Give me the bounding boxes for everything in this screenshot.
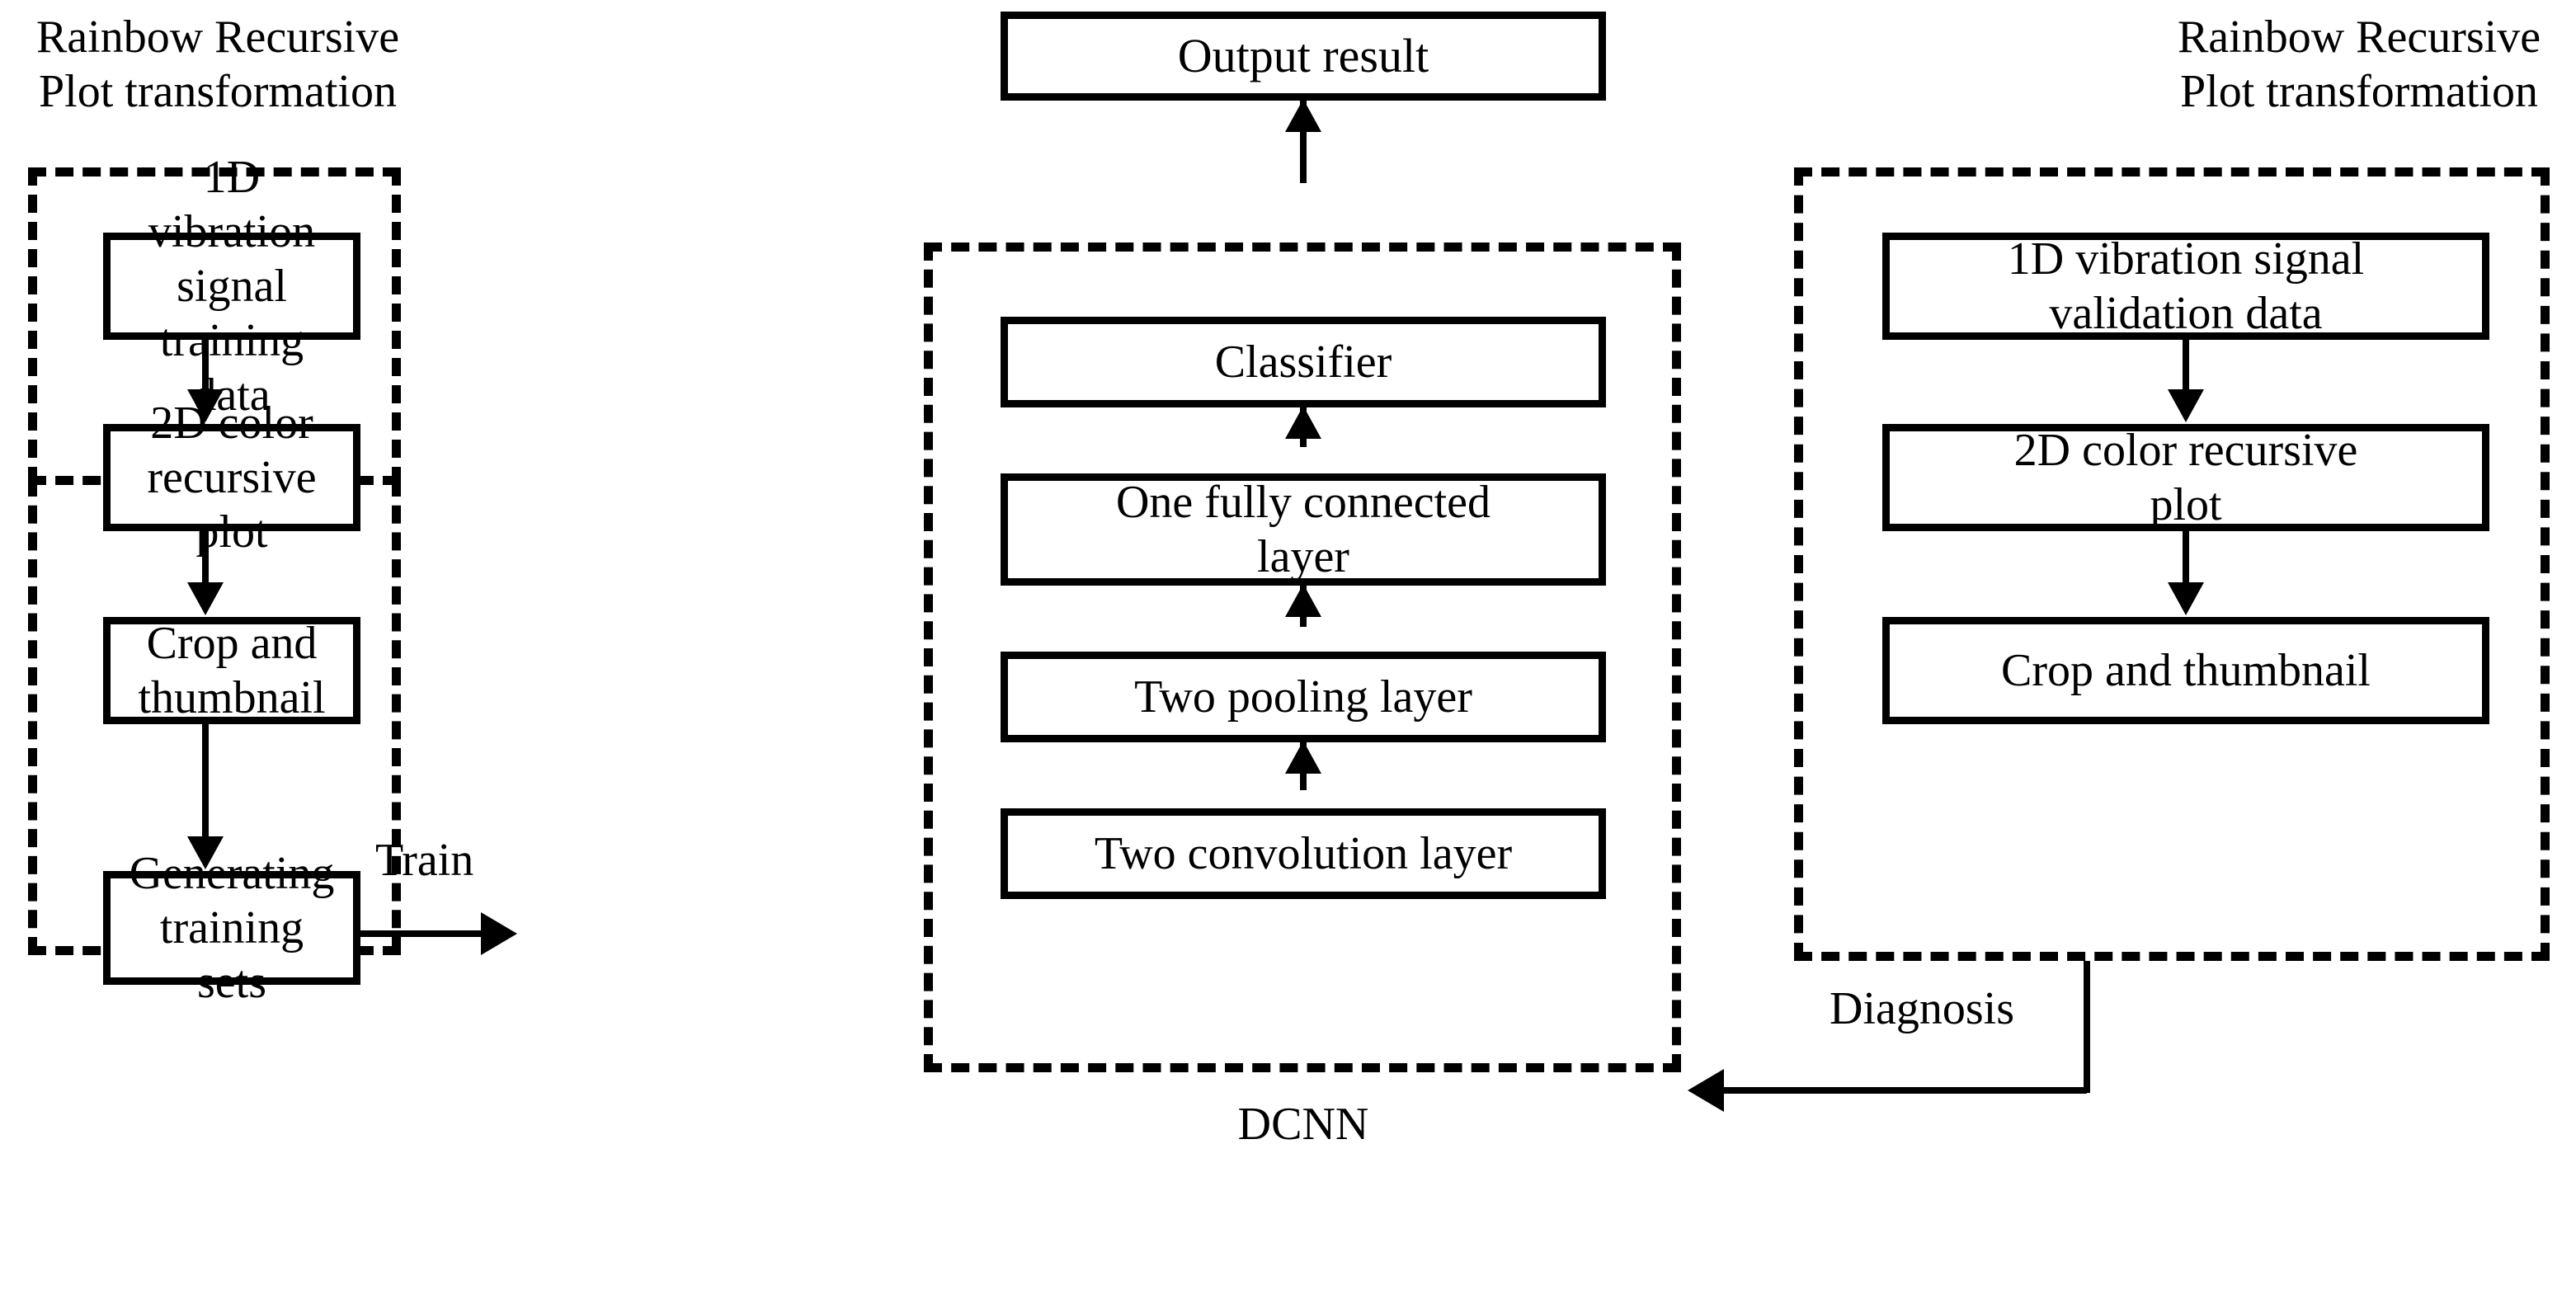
node-left-1[interactable]: 1D vibration signal training data [103, 152, 360, 421]
node-right-3[interactable]: Crop and thumbnail [1882, 617, 2489, 724]
arrow-down-icon [187, 582, 224, 615]
arrow-up-icon [1285, 99, 1321, 132]
node-label: 2D color recursive plot [2013, 424, 2358, 530]
dcnn-container [924, 242, 1681, 1072]
node-right-2[interactable]: 2D color recursive plot [1882, 424, 2489, 531]
connector-right-1-2 [2183, 340, 2189, 396]
edge-label-train: Train [375, 835, 474, 886]
node-output-result[interactable]: Output result [1001, 12, 1606, 101]
connector-diagnosis-vertical [2084, 961, 2090, 1093]
node-label: Crop and thumbnail [138, 617, 326, 723]
left-group-caption: Rainbow Recursive Plot transformation [35, 12, 400, 118]
arrow-up-icon [1285, 406, 1321, 439]
arrow-right-icon [481, 912, 517, 955]
node-label: 1D vibration signal training data [148, 151, 316, 421]
connector-left-3-4 [202, 724, 209, 843]
node-classifier[interactable]: Classifier [1001, 317, 1606, 407]
connector-right-2-3 [2183, 531, 2189, 589]
node-fully-connected[interactable]: One fully connected layer [1001, 473, 1606, 586]
node-pooling[interactable]: Two pooling layer [1001, 652, 1606, 742]
arrow-down-icon [2168, 582, 2204, 615]
arrow-up-icon [1285, 584, 1321, 617]
node-right-1[interactable]: 1D vibration signal validation data [1882, 233, 2489, 340]
node-convolution[interactable]: Two convolution layer [1001, 808, 1606, 899]
arrow-left-icon [1688, 1069, 1724, 1112]
node-left-3[interactable]: Crop and thumbnail [103, 617, 360, 724]
arrow-down-icon [187, 836, 224, 869]
node-label: Generating training sets [129, 847, 335, 1009]
connector-diagnosis-horizontal [1724, 1087, 2087, 1094]
arrow-down-icon [187, 389, 224, 422]
connector-left-1-2 [202, 340, 209, 396]
node-label: 2D color recursive plot [147, 397, 317, 558]
connector-train [360, 930, 484, 937]
node-label: One fully connected layer [1115, 476, 1491, 582]
edge-label-diagnosis: Diagnosis [1830, 983, 2014, 1034]
node-left-2[interactable]: 2D color recursive plot [103, 398, 360, 558]
connector-left-2-3 [202, 531, 209, 589]
node-label: Crop and thumbnail [2001, 644, 2371, 696]
right-group-caption: Rainbow Recursive Plot transformation [2177, 12, 2541, 118]
arrow-down-icon [2168, 389, 2204, 422]
node-label: Classifier [1214, 336, 1392, 388]
node-left-4[interactable]: Generating training sets [103, 848, 360, 1008]
node-label: Two pooling layer [1134, 671, 1472, 723]
node-label: Two convolution layer [1094, 827, 1513, 879]
dcnn-label: DCNN [1237, 1099, 1369, 1150]
node-label: Output result [1177, 28, 1429, 82]
arrow-up-icon [1285, 741, 1321, 774]
connector-classifier-output [1300, 101, 1307, 183]
node-label: 1D vibration signal validation data [2007, 233, 2365, 339]
right-group-container [1794, 167, 2550, 961]
